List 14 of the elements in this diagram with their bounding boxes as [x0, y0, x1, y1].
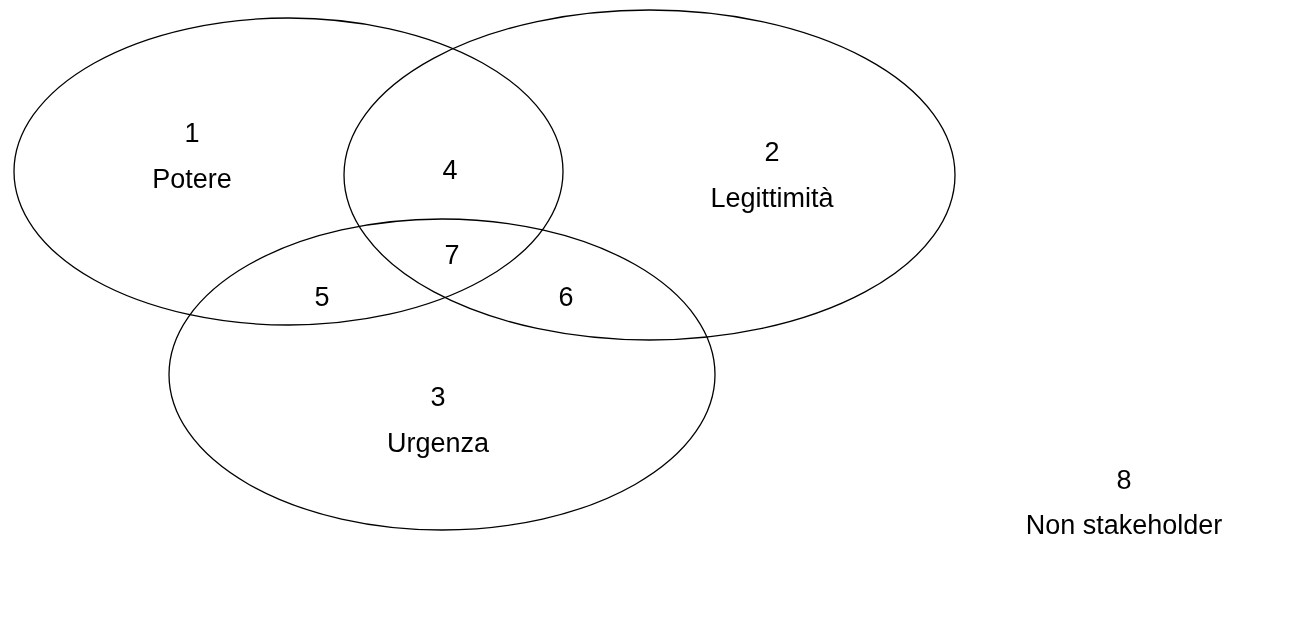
- region-label: 7: [444, 239, 460, 271]
- set-number: 2: [764, 136, 780, 169]
- region-label: 5: [314, 281, 330, 313]
- venn-ellipse: [343, 9, 956, 341]
- set-label: Legittimità: [710, 182, 834, 215]
- set-label: Potere: [152, 163, 232, 196]
- region-label: 8: [1116, 464, 1132, 496]
- region-label: 4: [442, 154, 458, 186]
- set-number: 3: [430, 381, 446, 414]
- set-number: 1: [184, 117, 200, 150]
- set-label: Urgenza: [386, 427, 490, 460]
- venn-ellipse: [168, 218, 716, 531]
- region-label: 6: [558, 281, 574, 313]
- region-label: Non stakeholder: [1025, 509, 1223, 541]
